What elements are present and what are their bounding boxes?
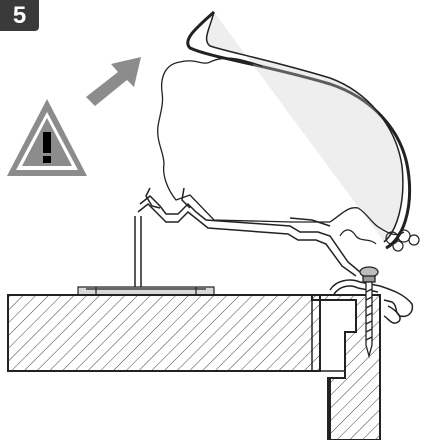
wall-section — [311, 294, 381, 440]
screw-fastener — [359, 266, 379, 359]
edge-profile-clip — [329, 279, 414, 324]
direction-arrow-icon — [86, 57, 141, 106]
mounting-adapter-profile — [137, 187, 361, 277]
base-plate — [77, 286, 215, 296]
step-number-badge: 5 — [0, 0, 39, 31]
roof-slab — [7, 294, 330, 372]
warning-triangle-icon — [7, 99, 87, 176]
support-leg — [134, 216, 142, 288]
awning-canvas-roll — [157, 10, 420, 252]
